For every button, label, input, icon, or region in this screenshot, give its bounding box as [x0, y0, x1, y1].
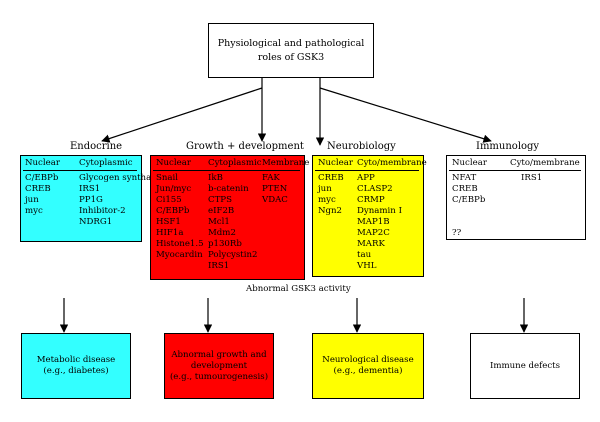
list-item: APP: [357, 173, 375, 183]
endocrine-nuclear-list: C/EBPb CREB jun myc: [25, 173, 58, 217]
list-item: myc: [25, 206, 43, 216]
list-item: Mdm2: [208, 228, 236, 238]
category-label-endocrine: Endocrine: [70, 141, 123, 152]
list-item: Ci155: [156, 195, 182, 205]
list-item: CREB: [318, 173, 344, 183]
neuro-header-nuclear: Nuclear: [318, 158, 353, 168]
list-item: IRS1: [79, 184, 101, 194]
list-item: myc: [318, 195, 336, 205]
outcome-growth: Abnormal growth and development (e.g., t…: [164, 333, 274, 399]
list-item: [452, 206, 485, 217]
growth-cytoplasmic-list: IkB b-catenin CTPS eIF2B Mcl1 Mdm2 p130R…: [208, 173, 258, 272]
list-item: eIF2B: [208, 206, 235, 216]
list-item: Myocardin: [156, 250, 203, 260]
growth-header-cytoplasmic: Cytoplasmic: [208, 158, 262, 168]
endocrine-header-cytoplasmic: Cytoplasmic: [79, 158, 133, 168]
list-item: IkB: [208, 173, 223, 183]
list-item: Glycogen synthase: [79, 173, 161, 183]
immuno-box: Nuclear Cyto/membrane NFAT CREB C/EBPb ?…: [446, 155, 586, 240]
arrow-title-to-immuno: [319, 87, 492, 143]
list-item: IRS1: [208, 261, 230, 271]
endocrine-cytoplasmic-list: Glycogen synthase IRS1 PP1G Inhibitor-2 …: [79, 173, 161, 228]
list-item: CREB: [25, 184, 51, 194]
list-item: NFAT: [452, 173, 477, 183]
list-item: FAK: [262, 173, 280, 183]
growth-nuclear-list: Snail Jun/myc Ci155 C/EBPb HSF1 HIF1a Hi…: [156, 173, 204, 261]
list-item: CLASP2: [357, 184, 393, 194]
list-item: Polycystin2: [208, 250, 258, 260]
list-item: MAP2C: [357, 228, 390, 238]
list-item: Mcl1: [208, 217, 230, 227]
immuno-header-nuclear: Nuclear: [452, 158, 487, 168]
list-item: VDAC: [262, 195, 288, 205]
immuno-cyto-membrane-list: IRS1: [521, 173, 542, 184]
endocrine-header-nuclear: Nuclear: [25, 158, 60, 168]
growth-membrane-list: FAK PTEN VDAC: [262, 173, 288, 206]
growth-header-membrane: Membrane: [262, 158, 310, 168]
outcome-neurological: Neurological disease (e.g., dementia): [312, 333, 424, 399]
category-label-growth: Growth + development: [186, 141, 304, 152]
abnormal-activity-label: Abnormal GSK3 activity: [246, 284, 351, 294]
list-item: Snail: [156, 173, 179, 183]
outcome-metabolic: Metabolic disease (e.g., diabetes): [21, 333, 131, 399]
title-box: Physiological and pathological roles of …: [208, 23, 374, 78]
list-item: MAP1B: [357, 217, 390, 227]
neuro-cyto-membrane-list: APP CLASP2 CRMP Dynamin I MAP1B MAP2C MA…: [357, 173, 402, 272]
list-item: C/EBPb: [452, 195, 486, 205]
list-item: CTPS: [208, 195, 232, 205]
list-item: HIF1a: [156, 228, 184, 238]
list-item: CREB: [452, 184, 478, 194]
list-item: IRS1: [521, 173, 543, 183]
list-item: b-catenin: [208, 184, 249, 194]
list-item: MARK: [357, 239, 385, 249]
immuno-nuclear-list: NFAT CREB C/EBPb ??: [452, 173, 485, 239]
list-item: [452, 217, 485, 228]
list-item: p130Rb: [208, 239, 242, 249]
category-label-immuno: Immunology: [476, 141, 540, 152]
list-item: CRMP: [357, 195, 385, 205]
list-item: HSF1: [156, 217, 181, 227]
immuno-header-cyto-membrane: Cyto/membrane: [510, 158, 580, 168]
list-item: NDRG1: [79, 217, 113, 227]
outcome-immune: Immune defects: [470, 333, 580, 399]
list-item: Jun/myc: [156, 184, 192, 194]
list-item: Ngn2: [318, 206, 343, 216]
category-label-neuro: Neurobiology: [327, 141, 396, 152]
list-item: Dynamin I: [357, 206, 402, 216]
list-item: Inhibitor-2: [79, 206, 126, 216]
list-item: PP1G: [79, 195, 103, 205]
list-item: C/EBPb: [156, 206, 190, 216]
growth-header-nuclear: Nuclear: [156, 158, 191, 168]
list-item: C/EBPb: [25, 173, 59, 183]
list-item: PTEN: [262, 184, 288, 194]
neuro-nuclear-list: CREB jun myc Ngn2: [318, 173, 344, 217]
list-item: Histone1.5: [156, 239, 204, 249]
list-item: ??: [452, 228, 462, 238]
growth-box: Nuclear Cytoplasmic Membrane Snail Jun/m…: [150, 155, 309, 280]
endocrine-box: Nuclear Cytoplasmic C/EBPb CREB jun myc …: [20, 155, 161, 242]
list-item: jun: [318, 184, 332, 194]
neuro-header-cyto-membrane: Cyto/membrane: [357, 158, 427, 168]
list-item: jun: [25, 195, 39, 205]
arrow-title-to-endocrine: [101, 87, 263, 143]
list-item: tau: [357, 250, 372, 260]
list-item: VHL: [357, 261, 377, 271]
neuro-box: Nuclear Cyto/membrane CREB jun myc Ngn2 …: [312, 155, 427, 277]
